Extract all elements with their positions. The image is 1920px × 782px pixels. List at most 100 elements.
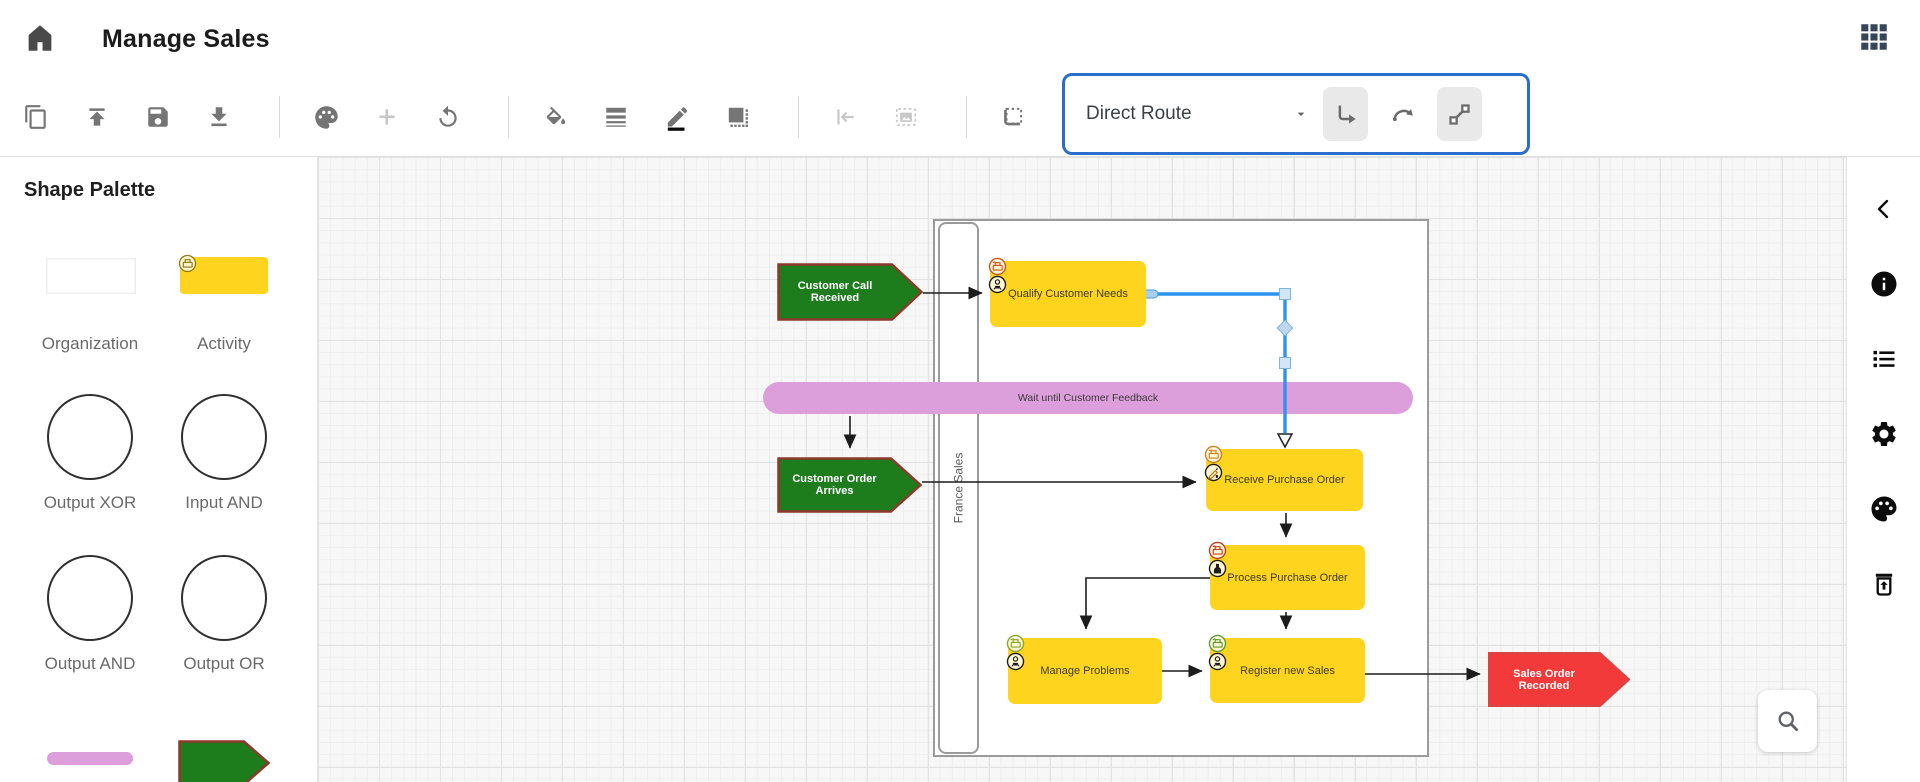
fax-role-icon — [1208, 541, 1227, 560]
node-task-manage-problems[interactable]: Manage Problems — [1006, 634, 1162, 704]
palette-item-label: Input AND — [185, 493, 263, 512]
apps-grid-button[interactable] — [1856, 20, 1892, 56]
node-task-register-new-sales[interactable]: Register new Sales — [1208, 634, 1365, 703]
info-icon — [1871, 271, 1896, 297]
page-title: Manage Sales — [102, 24, 270, 53]
node-label: Customer Call Received — [797, 280, 873, 304]
toolbar-divider — [966, 96, 967, 138]
list-icon — [1873, 350, 1894, 368]
connector-arrowhead — [1276, 433, 1294, 449]
undo-button[interactable] — [426, 95, 470, 139]
pen-role-icon — [1204, 463, 1223, 482]
palette-shape-output-xor[interactable] — [47, 394, 133, 480]
search-icon — [1778, 711, 1798, 732]
task-role-icons — [988, 257, 1007, 294]
trash-restore-icon — [1875, 573, 1892, 596]
trash-restore-button[interactable] — [1864, 564, 1904, 604]
node-event-customer-order-arrives[interactable]: Customer Order Arrives — [777, 457, 922, 513]
style-palette-button[interactable] — [1864, 489, 1904, 529]
pen-color-button[interactable] — [655, 95, 699, 139]
theme-palette-button[interactable] — [304, 95, 348, 139]
task-role-icons — [1204, 445, 1223, 482]
node-task-qualify-customer-needs[interactable]: Qualify Customer Needs — [988, 257, 1146, 327]
node-label: Receive Purchase Order — [1224, 474, 1345, 486]
fax-role-icon — [1006, 634, 1025, 653]
event-arrow-shape — [777, 457, 922, 513]
shape-palette-title: Shape Palette — [24, 179, 156, 201]
shadow-icon — [728, 107, 748, 127]
swimlane-header[interactable]: France Sales — [938, 222, 979, 754]
palette-shape-organization[interactable] — [46, 258, 136, 294]
event-arrow-shape — [1488, 652, 1630, 707]
collapse-panel-button[interactable] — [1864, 189, 1904, 229]
palette-item-label: Organization — [41, 334, 139, 353]
connector-process-to-manage[interactable] — [1079, 577, 1210, 630]
palette-shape-input-and[interactable] — [181, 394, 267, 480]
node-task-process-purchase-order[interactable]: Process Purchase Order — [1208, 541, 1365, 610]
select-area-icon — [1004, 107, 1023, 126]
connector-corner-handle[interactable] — [1279, 288, 1291, 300]
copy-button[interactable] — [14, 95, 58, 139]
orthogonal-connector-icon — [1338, 105, 1356, 123]
list-button[interactable] — [1864, 339, 1904, 379]
home-button[interactable] — [22, 21, 58, 57]
diagram-canvas[interactable]: France Sales — [318, 157, 1846, 782]
fill-color-button[interactable] — [533, 95, 577, 139]
node-event-customer-call-received[interactable]: Customer Call Received — [777, 263, 923, 321]
save-button[interactable] — [136, 95, 180, 139]
app-header: Manage Sales — [0, 0, 1920, 79]
orthogonal-connector-button[interactable] — [1323, 87, 1368, 141]
event-arrow-shape — [178, 740, 271, 782]
align-left-button[interactable] — [823, 95, 867, 139]
add-icon — [379, 109, 395, 125]
person-role-icon — [1208, 559, 1227, 578]
palette-shape-output-or[interactable] — [181, 555, 267, 641]
palette-icon — [1871, 496, 1896, 522]
chevron-left-icon — [1877, 199, 1888, 219]
download-icon — [211, 107, 227, 127]
shadow-button[interactable] — [716, 95, 760, 139]
download-button[interactable] — [197, 95, 241, 139]
palette-shape-activity[interactable] — [178, 254, 268, 294]
add-button[interactable] — [365, 95, 409, 139]
palette-item-label: Output AND — [44, 654, 136, 673]
search-zoom-button[interactable] — [1758, 690, 1817, 752]
event-arrow-shape — [777, 263, 923, 321]
palette-item-label: Output OR — [183, 654, 265, 673]
straight-connector-icon — [1449, 103, 1470, 125]
palette-shape-wait-ribbon[interactable] — [47, 752, 133, 765]
route-dropdown-value: Direct Route — [1086, 103, 1192, 124]
connector-segment-handle[interactable] — [1276, 319, 1294, 337]
node-label: Customer Order Arrives — [792, 473, 877, 497]
palette-icon — [314, 105, 338, 129]
connector-mid-handle[interactable] — [1279, 357, 1291, 369]
task-role-icons — [1208, 541, 1227, 578]
info-button[interactable] — [1864, 264, 1904, 304]
palette-shape-output-and[interactable] — [47, 555, 133, 641]
right-tools-sidebar — [1846, 157, 1920, 782]
connectors-layer — [843, 286, 1481, 681]
image-button[interactable] — [884, 95, 928, 139]
settings-button[interactable] — [1864, 414, 1904, 454]
selected-connector[interactable] — [1141, 288, 1294, 449]
toolbar-divider — [508, 96, 509, 138]
node-task-receive-purchase-order[interactable]: Receive Purchase Order — [1204, 445, 1363, 511]
node-label: Wait until Customer Feedback — [1017, 392, 1159, 404]
upload-icon — [89, 108, 105, 126]
activity-role-icon — [178, 254, 197, 273]
upload-button[interactable] — [75, 95, 119, 139]
node-label: Process Purchase Order — [1227, 571, 1348, 584]
line-width-button[interactable] — [594, 95, 638, 139]
straight-connector-button[interactable] — [1437, 87, 1482, 141]
node-event-sales-order-recorded[interactable]: Sales Order Recorded — [1488, 652, 1630, 707]
person-role-icon — [1006, 652, 1025, 671]
curved-connector-button[interactable] — [1380, 87, 1425, 141]
palette-shape-event-arrow[interactable] — [178, 740, 271, 782]
route-dropdown[interactable]: Direct Route — [1065, 76, 1323, 152]
fax-role-icon — [1208, 634, 1227, 653]
palette-item-label: Activity — [197, 334, 251, 353]
select-area-button[interactable] — [991, 95, 1035, 139]
settings-gear-icon — [1871, 422, 1896, 446]
task-role-icons — [1006, 634, 1025, 671]
node-wait-until-customer-feedback[interactable]: Wait until Customer Feedback — [763, 382, 1413, 414]
